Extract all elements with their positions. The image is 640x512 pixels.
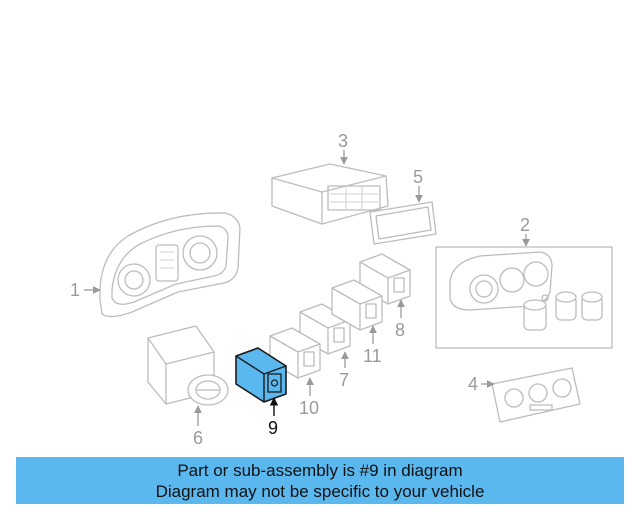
display-lens-part[interactable] <box>369 201 437 245</box>
callout-8: 8 <box>395 320 405 340</box>
switch-9-part-highlighted[interactable] <box>235 347 287 403</box>
callout-5: 5 <box>413 167 423 187</box>
callout-10: 10 <box>299 398 319 418</box>
callout-9: 9 <box>268 418 278 438</box>
banner-line-disclaimer: Diagram may not be specific to your vehi… <box>155 481 485 501</box>
instrument-cluster-part[interactable] <box>99 212 241 318</box>
switch-11-part[interactable] <box>331 279 383 331</box>
banner-line-part-number: Part or sub-assembly is #9 in diagram <box>177 460 463 480</box>
climate-control-part[interactable] <box>435 246 613 349</box>
callout-1: 1 <box>70 280 80 300</box>
bezel-part[interactable] <box>491 367 581 423</box>
control-unit-part[interactable] <box>271 163 389 225</box>
callout-3: 3 <box>338 131 348 151</box>
headlight-switch-part[interactable] <box>147 325 229 406</box>
callout-6: 6 <box>193 428 203 448</box>
callout-7: 7 <box>339 370 349 390</box>
callout-11: 11 <box>363 346 382 366</box>
info-banner: Part or sub-assembly is #9 in diagram Di… <box>16 457 624 504</box>
callout-4: 4 <box>468 374 478 394</box>
callout-2: 2 <box>520 215 530 235</box>
